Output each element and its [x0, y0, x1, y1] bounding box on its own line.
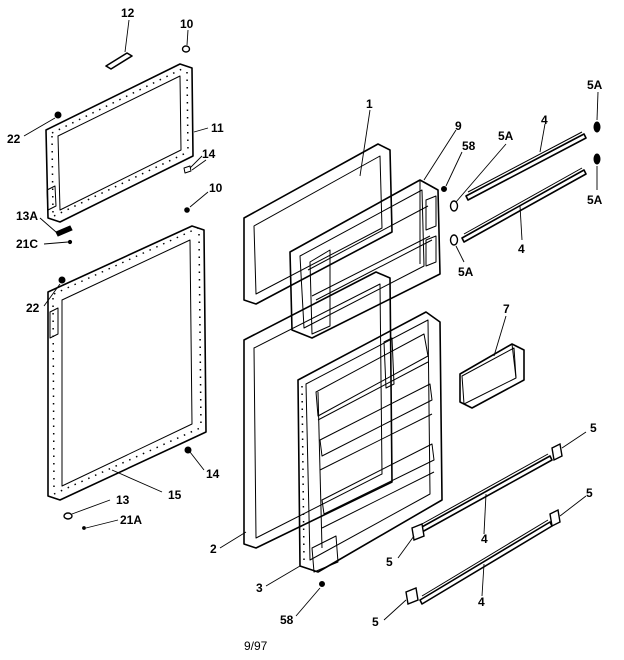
fasteners: [54, 45, 601, 605]
label-9: 9: [455, 119, 462, 133]
label-4-lower-2: 4: [478, 595, 485, 609]
label-4-top: 4: [541, 113, 548, 127]
label-22-upper: 22: [7, 132, 21, 146]
label-58-upper: 58: [462, 139, 476, 153]
label-14-upper: 14: [202, 147, 216, 161]
label-5-right-1: 5: [590, 421, 597, 435]
label-5-right-2: 5: [586, 486, 593, 500]
part-11-freezer-door-frame: [45, 63, 194, 223]
label-15: 15: [168, 488, 182, 502]
label-5a-top-left: 5A: [498, 129, 514, 143]
leader-lines: [23, 19, 599, 621]
label-5a-right: 5A: [587, 193, 603, 207]
label-14-lower: 14: [206, 467, 220, 481]
label-1: 1: [366, 97, 373, 111]
label-12: 12: [121, 6, 135, 20]
label-10-lower: 10: [209, 181, 223, 195]
part-4-upper-bars: [461, 131, 587, 243]
label-21a: 21A: [120, 513, 142, 527]
label-4-mid: 4: [518, 242, 525, 256]
part-4-lower-bars: [419, 453, 553, 605]
label-5a-top-right: 5A: [587, 78, 603, 92]
label-5a-left: 5A: [458, 265, 474, 279]
label-4-lower-1: 4: [481, 532, 488, 546]
part-9-freezer-door-liner: [289, 179, 441, 339]
label-22-lower: 22: [26, 301, 40, 315]
label-2: 2: [210, 542, 217, 556]
label-10-upper: 10: [180, 17, 194, 31]
label-5-bottom: 5: [372, 615, 379, 629]
part-3-fresh-food-door-liner: [297, 311, 443, 573]
label-7: 7: [503, 302, 510, 316]
part-15-fresh-food-door-frame: [47, 225, 207, 501]
part-2-fresh-food-gasket: [243, 271, 393, 549]
part-12-trim-strip: [105, 52, 133, 70]
label-58-lower: 58: [280, 613, 294, 627]
label-5-lower: 5: [386, 555, 393, 569]
revision-date: 9/97: [244, 639, 268, 653]
part-7-dairy-door: [459, 343, 525, 409]
label-3: 3: [256, 581, 263, 595]
part-1-freezer-gasket: [243, 143, 393, 305]
label-13: 13: [116, 493, 130, 507]
part-labels: 12 10 22 11 14 13A 21C 10 22 14 15 13 21…: [7, 6, 603, 629]
label-21c: 21C: [16, 237, 38, 251]
label-11: 11: [211, 121, 224, 135]
label-13a: 13A: [16, 209, 38, 223]
